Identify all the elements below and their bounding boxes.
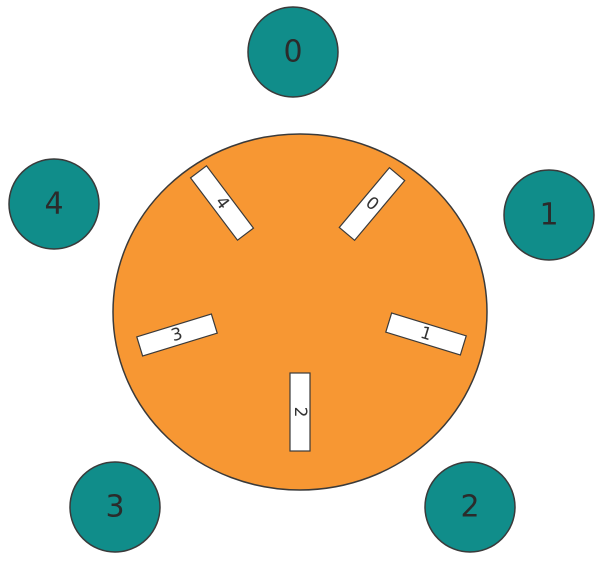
philosopher-3-label: 3 <box>105 490 124 525</box>
chopstick-2: 2 <box>289 372 311 452</box>
philosopher-0: 0 <box>247 6 339 98</box>
chopstick-2-label: 2 <box>290 407 310 418</box>
chopstick-4: 4 <box>189 164 255 242</box>
chopstick-3-rect <box>136 313 218 357</box>
philosopher-4-label: 4 <box>44 187 63 222</box>
philosopher-1-label: 1 <box>539 198 558 233</box>
philosopher-2: 2 <box>424 461 516 553</box>
philosopher-2-circle <box>424 461 516 553</box>
philosopher-0-label: 0 <box>283 35 302 70</box>
chopstick-0-rect <box>338 166 406 242</box>
philosopher-3-circle <box>69 461 161 553</box>
philosopher-3: 3 <box>69 461 161 553</box>
chopstick-3: 3 <box>136 313 218 357</box>
chopstick-0: 0 <box>338 166 406 242</box>
table <box>112 133 488 491</box>
chopstick-1-rect <box>385 312 467 356</box>
philosopher-1: 1 <box>503 169 595 261</box>
chopstick-2-rect <box>289 372 311 452</box>
philosopher-1-circle <box>503 169 595 261</box>
philosopher-2-label: 2 <box>460 490 479 525</box>
philosopher-0-circle <box>247 6 339 98</box>
philosopher-4: 4 <box>8 158 100 250</box>
chopstick-4-rect <box>189 164 255 242</box>
chopstick-1: 1 <box>385 312 467 356</box>
philosopher-4-circle <box>8 158 100 250</box>
